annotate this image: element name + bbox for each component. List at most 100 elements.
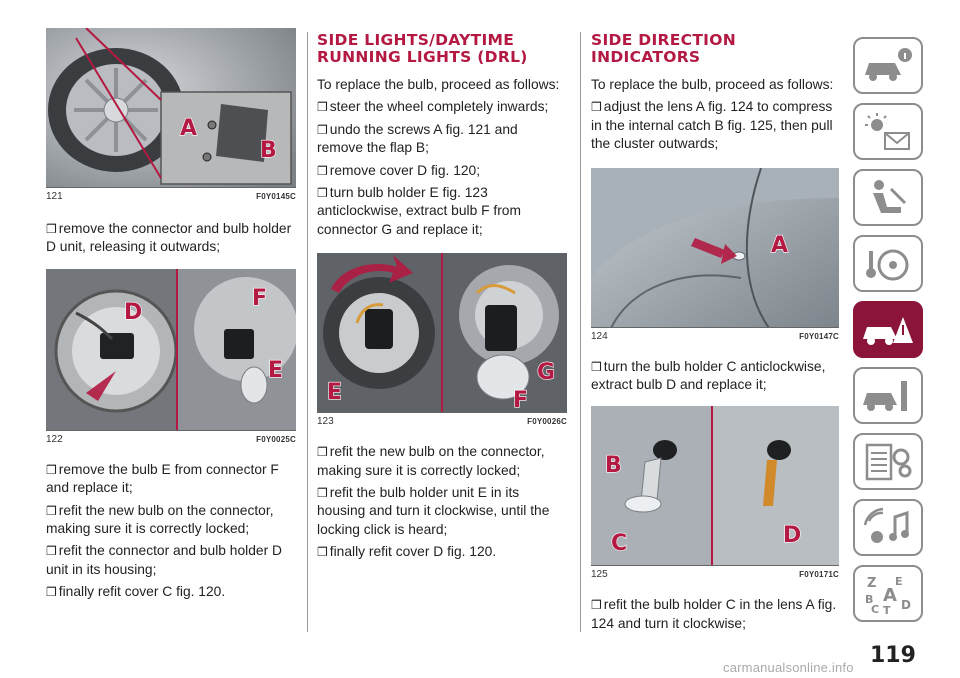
bullet-icon: ❒	[46, 503, 57, 518]
figure-code: F0Y0147C	[799, 331, 839, 341]
index-letter: D	[901, 598, 911, 612]
page-number: 119	[870, 643, 916, 668]
figure-number: 122	[46, 433, 63, 445]
bullet-icon: ❒	[317, 100, 328, 115]
callout-E: E	[327, 380, 342, 405]
callout-B: B	[605, 453, 622, 478]
car-maintenance-icon	[863, 380, 907, 411]
figure-number: 123	[317, 416, 334, 428]
car-emergency-icon	[863, 316, 913, 345]
figure-number: 125	[591, 569, 608, 581]
index-letter: C	[871, 603, 879, 615]
callout-D: D	[783, 523, 801, 548]
chapter-tabs: Z E A B C T D	[853, 37, 925, 631]
figure-123-image: E G F	[317, 253, 567, 414]
wheel-arch-illustration: A B	[46, 28, 296, 187]
bullet-icon: ❒	[591, 598, 602, 613]
instruction-step: ❒refit the new bulb on the connector, ma…	[317, 444, 545, 478]
tab-technical-data[interactable]	[853, 433, 923, 490]
index-letter: E	[895, 575, 903, 588]
figure-code: F0Y0026C	[527, 417, 567, 427]
callout-A: A	[771, 233, 788, 258]
section-title-direction-indicators: SIDE DIRECTION INDICATORS	[591, 31, 737, 66]
bullet-icon: ❒	[317, 486, 328, 501]
multimedia-icon	[863, 507, 909, 543]
section-intro: To replace the bulb, proceed as follows:	[317, 77, 560, 92]
section-title-side-lights: SIDE LIGHTS/DAYTIME RUNNING LIGHTS (DRL)	[317, 31, 528, 66]
steering-key-icon	[866, 249, 909, 280]
section-intro: To replace the bulb, proceed as follows:	[591, 77, 834, 92]
tab-alphabetical-index[interactable]: Z E A B C T D	[853, 565, 923, 622]
index-letter: B	[865, 593, 873, 606]
figure-code: F0Y0171C	[799, 570, 839, 580]
figure-code: F0Y0145C	[256, 192, 296, 201]
instruction-step: ❒turn bulb holder E fig. 123 anticlockwi…	[317, 185, 521, 237]
bullet-icon: ❒	[46, 462, 57, 477]
figure-number: 121	[46, 191, 63, 202]
figure-125: B C D 125 F0Y0171C	[591, 406, 839, 582]
watermark: carmanualsonline.info	[723, 660, 854, 675]
instruction-step: ❒finally refit cover C fig. 120.	[46, 584, 226, 600]
instruction-step: ❒refit the new bulb on the connector, ma…	[46, 502, 274, 537]
tab-car-emergency[interactable]	[853, 301, 923, 358]
instruction-step: ❒remove the bulb E from connector F and …	[46, 461, 279, 496]
middle-column: SIDE LIGHTS/DAYTIME RUNNING LIGHTS (DRL)…	[317, 28, 567, 562]
instruction-step: ❒adjust the lens A fig. 124 to compress …	[591, 99, 833, 152]
figure-124: A 124 F0Y0147C	[591, 167, 839, 344]
bullet-icon: ❒	[317, 445, 328, 460]
bullet-icon: ❒	[591, 100, 602, 115]
bullet-icon: ❒	[317, 163, 328, 178]
left-column: A B 121 F0Y0145C ❒remove the connector a…	[46, 28, 296, 602]
tab-dashboard-lights[interactable]	[853, 103, 923, 160]
instruction-step: ❒remove cover D fig. 120;	[317, 162, 481, 178]
figure-123: E G F 123 F0Y0026C	[317, 253, 567, 429]
tab-car-info[interactable]	[853, 37, 923, 94]
instruction-step: ❒undo the screws A fig. 121 and remove t…	[317, 121, 518, 156]
bullet-icon: ❒	[317, 122, 328, 137]
car-info-icon	[865, 47, 912, 81]
figure-124-image: A	[591, 167, 839, 328]
bullet-icon: ❒	[317, 186, 328, 201]
side-light-bulb-illustration: E G F	[317, 253, 567, 413]
bullet-icon: ❒	[317, 545, 328, 560]
figure-code: F0Y0025C	[256, 434, 296, 444]
figure-number: 124	[591, 330, 608, 342]
bullet-icon: ❒	[46, 544, 57, 559]
instruction-step: ❒steer the wheel completely inwards;	[317, 99, 549, 115]
alphabetical-index-icon: Z E A B C T D	[865, 575, 911, 615]
figure-121-image: A B	[46, 28, 296, 188]
callout-F: F	[252, 286, 267, 311]
technical-data-icon	[865, 443, 912, 480]
figure-122: D F E 122 F0Y0025C	[46, 268, 296, 447]
right-column: SIDE DIRECTION INDICATORS To replace the…	[591, 28, 839, 633]
callout-G: G	[537, 360, 555, 385]
index-letter: Z	[867, 576, 876, 591]
index-letter: A	[883, 585, 897, 606]
index-letter: T	[883, 604, 891, 615]
callout-A: A	[180, 116, 197, 141]
instruction-step: ❒turn the bulb holder C anticlockwise, e…	[591, 358, 826, 393]
callout-C: C	[611, 531, 627, 556]
seat-airbag-icon	[873, 179, 907, 213]
figure-122-image: D F E	[46, 268, 296, 431]
dashboard-lights-icon	[865, 112, 910, 150]
tab-multimedia[interactable]	[853, 499, 923, 556]
callout-D: D	[124, 300, 142, 325]
instruction-step: ❒remove the connector and bulb holder D …	[46, 221, 292, 255]
callout-E: E	[268, 358, 283, 383]
callout-F: F	[513, 388, 528, 413]
tab-steering-key[interactable]	[853, 235, 923, 292]
tab-car-maintenance[interactable]	[853, 367, 923, 424]
instruction-step: ❒refit the connector and bulb holder D u…	[46, 543, 282, 577]
instruction-step: ❒refit the bulb holder unit E in its hou…	[317, 485, 550, 537]
bullet-icon: ❒	[46, 222, 57, 236]
column-divider-2	[580, 32, 581, 632]
front-fender-illustration: A	[591, 167, 839, 327]
indicator-bulb-illustration: B C D	[591, 406, 839, 566]
figure-125-image: B C D	[591, 406, 839, 567]
bullet-icon: ❒	[591, 359, 602, 374]
column-divider-1	[307, 32, 308, 632]
figure-121: A B 121 F0Y0145C	[46, 28, 296, 204]
tab-seat-airbag[interactable]	[853, 169, 923, 226]
bulb-holder-illustration: D F E	[46, 268, 296, 430]
